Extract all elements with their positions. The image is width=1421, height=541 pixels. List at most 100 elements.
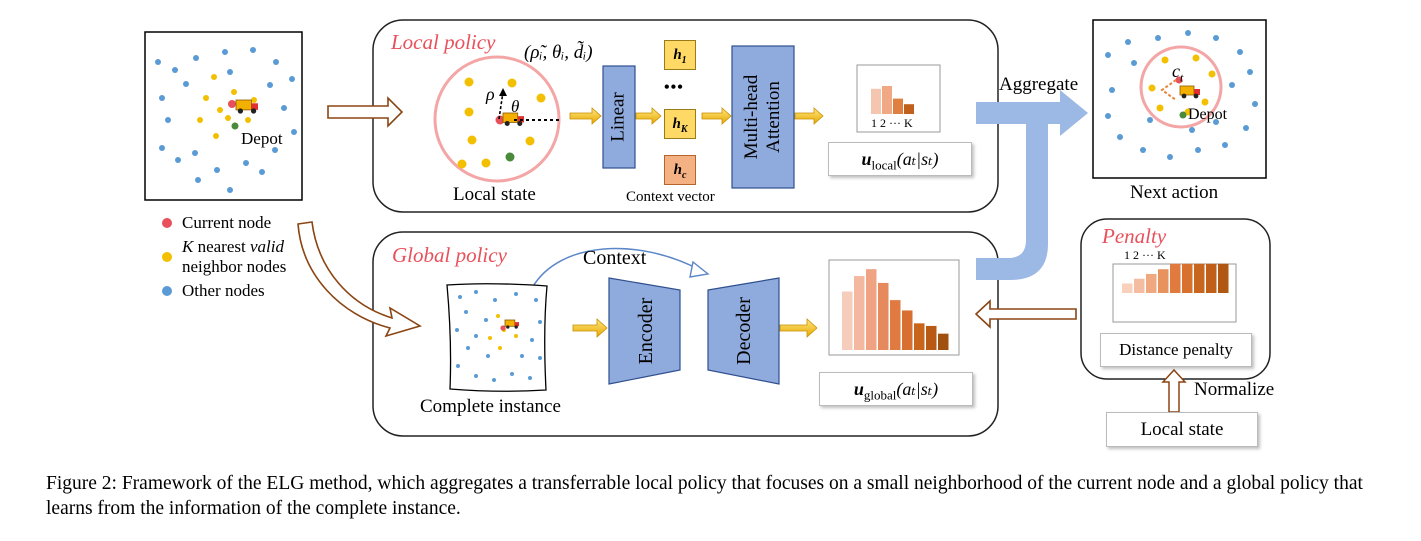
blue-node xyxy=(267,82,273,88)
global-bar xyxy=(878,282,889,350)
curved-arrow-to-global xyxy=(297,221,422,338)
truck-wheel xyxy=(250,108,257,114)
blue-node xyxy=(1140,147,1146,153)
h1-box: h1 xyxy=(664,40,696,70)
blue-node xyxy=(1105,113,1111,119)
yellow-node xyxy=(231,89,237,95)
blue-node xyxy=(227,69,233,75)
global-bar xyxy=(866,269,877,350)
blue-node xyxy=(192,150,198,156)
blue-node xyxy=(259,169,265,175)
global-policy-bars xyxy=(842,269,949,350)
blue-node xyxy=(455,328,459,332)
blue-node xyxy=(520,354,524,358)
blue-node xyxy=(1125,39,1131,45)
blue-node xyxy=(456,364,460,368)
global-bar xyxy=(926,325,937,350)
blue-node xyxy=(155,59,161,65)
yellow-node xyxy=(251,97,257,103)
blue-node xyxy=(243,160,249,166)
blue-node xyxy=(1167,154,1173,160)
blue-node xyxy=(172,67,178,73)
current-node xyxy=(1175,76,1183,84)
yellow-node xyxy=(1192,54,1200,62)
figure-caption: Figure 2: Framework of the ELG method, w… xyxy=(46,473,1363,519)
blue-node xyxy=(1213,35,1219,41)
blue-node xyxy=(193,55,199,61)
blue-node xyxy=(474,334,478,338)
penalty-bar xyxy=(1206,263,1217,293)
yellow-node xyxy=(457,159,467,169)
ct-route xyxy=(1160,79,1177,101)
legend-red-dot xyxy=(162,218,172,228)
penalty-bar xyxy=(1146,273,1157,293)
penalty-bars xyxy=(1122,263,1229,293)
current-node xyxy=(495,115,505,125)
ct-label: ct xyxy=(1172,61,1184,85)
blue-node xyxy=(1247,69,1253,75)
truck-wheel xyxy=(504,120,510,127)
blue-node xyxy=(227,187,233,193)
local-policy-title: Local policy xyxy=(391,30,496,54)
truck-cab xyxy=(1194,89,1200,95)
blue-node xyxy=(1131,60,1137,66)
yellow-node xyxy=(203,95,209,101)
truck-cargo xyxy=(504,319,516,327)
blue-node xyxy=(1222,142,1228,148)
penalty-bar xyxy=(1194,263,1205,293)
blue-node xyxy=(272,147,278,153)
linear-label: Linear xyxy=(607,92,629,142)
legend-neighbor-nodes: neighbor nodes xyxy=(182,257,287,276)
penalty-bar xyxy=(1182,263,1193,293)
blue-node xyxy=(291,129,297,135)
yellow-node xyxy=(496,314,500,318)
yellow-node xyxy=(1208,70,1216,78)
encoder-block xyxy=(608,277,681,385)
context-curve-arrowhead xyxy=(689,260,710,278)
yellow-node xyxy=(467,135,477,145)
penalty-bar xyxy=(1170,263,1181,293)
yellow-node xyxy=(197,117,203,123)
depot-label-left: Depot xyxy=(241,129,283,148)
penalty-bar xyxy=(1158,269,1169,293)
decoder-block xyxy=(707,277,780,385)
global-bar xyxy=(902,310,913,350)
rho-arrowhead xyxy=(499,88,507,96)
penalty-bar xyxy=(1218,263,1229,293)
complete-instance-paper xyxy=(446,283,548,392)
blue-node xyxy=(1147,117,1153,123)
attention-label: Multi-head Attention xyxy=(741,74,784,160)
blue-node xyxy=(1195,147,1201,153)
current-node xyxy=(500,325,506,331)
blue-node xyxy=(458,295,462,299)
local-policy-bars xyxy=(871,86,914,114)
truck-cab xyxy=(514,322,519,327)
blue-node xyxy=(1229,82,1235,88)
truck-wheel xyxy=(506,325,510,329)
complete-instance-nodes xyxy=(455,290,542,382)
context-label: Context xyxy=(583,247,647,269)
global-flow-arrows xyxy=(572,318,818,338)
blue-node xyxy=(222,49,228,55)
rho-vector xyxy=(498,91,504,120)
complete-instance-label: Complete instance xyxy=(420,396,561,417)
global-bar xyxy=(914,323,925,350)
blue-node xyxy=(493,298,497,302)
yellow-node xyxy=(498,346,502,350)
normalize-arrow xyxy=(1161,368,1187,413)
blue-node xyxy=(281,105,287,111)
context-vector-label: Context vector xyxy=(626,189,715,205)
blue-node xyxy=(1109,87,1115,93)
yellow-node xyxy=(213,133,219,139)
truck-wheel xyxy=(514,325,518,329)
yellow-node xyxy=(488,336,492,340)
yellow-node xyxy=(1148,84,1156,92)
blue-node xyxy=(474,290,478,294)
yellow-node xyxy=(525,136,535,146)
u-local-label: ulocal(aₜ|sₜ) xyxy=(828,142,972,176)
blue-node xyxy=(195,177,201,183)
yellow-node xyxy=(464,77,474,87)
yellow-node xyxy=(1156,104,1164,112)
yellow-node xyxy=(225,115,231,121)
yellow-node xyxy=(464,107,474,117)
